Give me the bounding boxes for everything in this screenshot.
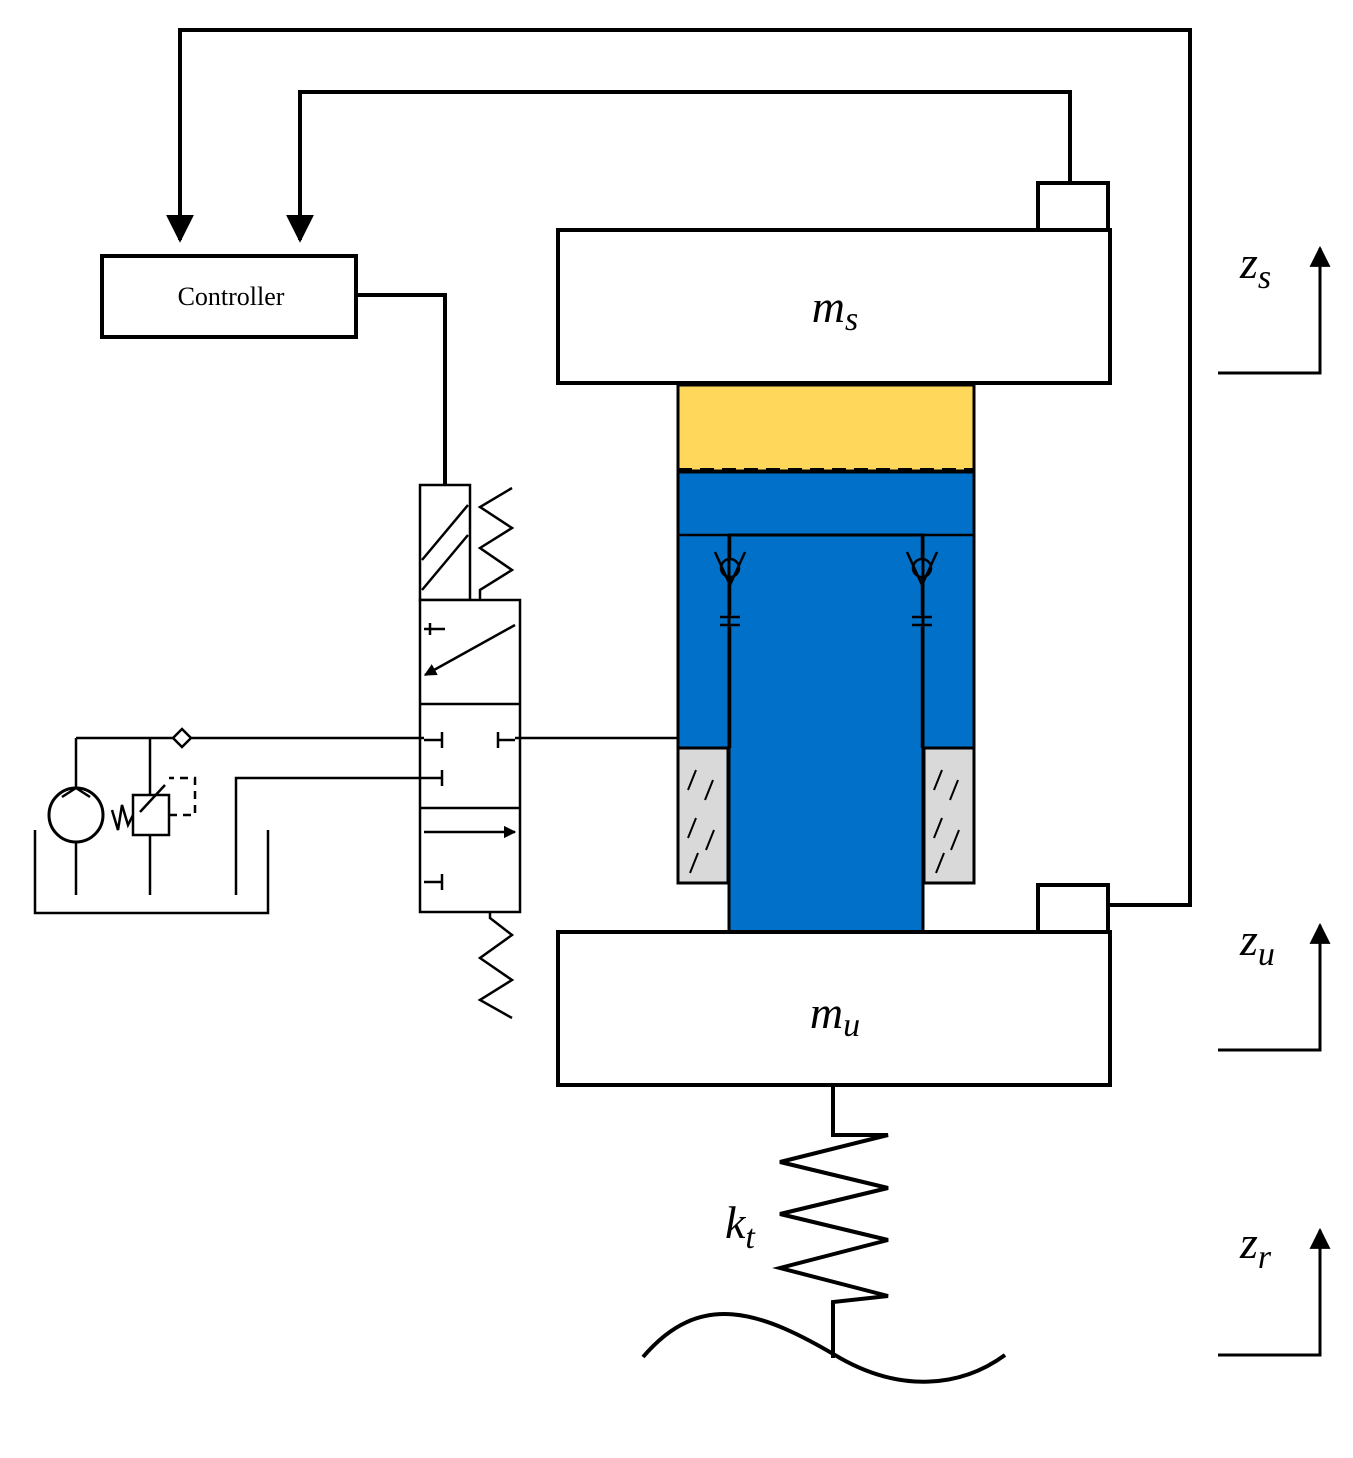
- road-profile: [641, 1312, 1007, 1384]
- coordinate-zs-subscript: s: [1258, 259, 1271, 296]
- piston-rod: [727, 533, 925, 935]
- oil-tank: [33, 830, 270, 915]
- pump-icon: [47, 786, 105, 844]
- feedback-wiring: [166, 28, 1192, 907]
- coordinate-zs-symbol: z: [1239, 237, 1258, 288]
- coordinate-zu: zu: [1218, 914, 1331, 1052]
- svg-text:zs: zs: [1239, 237, 1271, 296]
- feedback-line-inner: [286, 90, 1072, 243]
- coordinate-zs: zs: [1218, 237, 1331, 375]
- coordinate-zu-subscript: u: [1258, 936, 1275, 973]
- coordinate-zu-symbol: z: [1239, 914, 1258, 965]
- hydraulic-supply: [33, 727, 424, 915]
- unsprung-mass-sensor: [1036, 883, 1110, 934]
- servo-valve: [418, 483, 522, 1020]
- valve-bottom-spring: [477, 912, 515, 1020]
- svg-text:zu: zu: [1239, 914, 1275, 973]
- unsprung-mass-symbol: m: [810, 987, 843, 1038]
- coordinate-zr-symbol: z: [1239, 1217, 1258, 1268]
- gas-chamber: [676, 383, 976, 473]
- svg-text:ms: ms: [812, 281, 858, 338]
- tire-spring: [772, 1087, 889, 1358]
- unsprung-mass: mu: [556, 883, 1112, 1087]
- svg-text:mu: mu: [810, 987, 860, 1044]
- svg-text:kt: kt: [725, 1197, 756, 1256]
- controller-to-valve-line: [356, 293, 447, 485]
- sprung-mass-symbol: m: [812, 281, 845, 332]
- supply-check-valve: [171, 727, 193, 749]
- unsprung-mass-subscript: u: [843, 1007, 860, 1044]
- check-valve-right: [905, 533, 974, 748]
- sprung-mass-sensor: [1036, 181, 1110, 232]
- valve-body: [418, 598, 522, 914]
- coordinate-zr: zr: [1218, 1217, 1331, 1357]
- coordinate-zr-subscript: r: [1258, 1239, 1272, 1276]
- svg-text:zr: zr: [1239, 1217, 1272, 1276]
- tire-spring-symbol: k: [725, 1197, 747, 1248]
- seal-left: [676, 746, 730, 885]
- relief-valve-spring: [110, 804, 135, 831]
- controller-label: Controller: [178, 282, 285, 311]
- controller-box: Controller: [100, 254, 358, 339]
- tire-spring-subscript: t: [745, 1219, 756, 1256]
- seal-right: [922, 746, 976, 885]
- check-valve-left: [678, 533, 747, 748]
- sprung-mass-subscript: s: [845, 301, 858, 338]
- feedback-line-outer: [166, 28, 1192, 907]
- sprung-mass: ms: [556, 181, 1112, 385]
- hydraulic-cylinder: [676, 383, 976, 935]
- valve-top-spring: [477, 486, 515, 600]
